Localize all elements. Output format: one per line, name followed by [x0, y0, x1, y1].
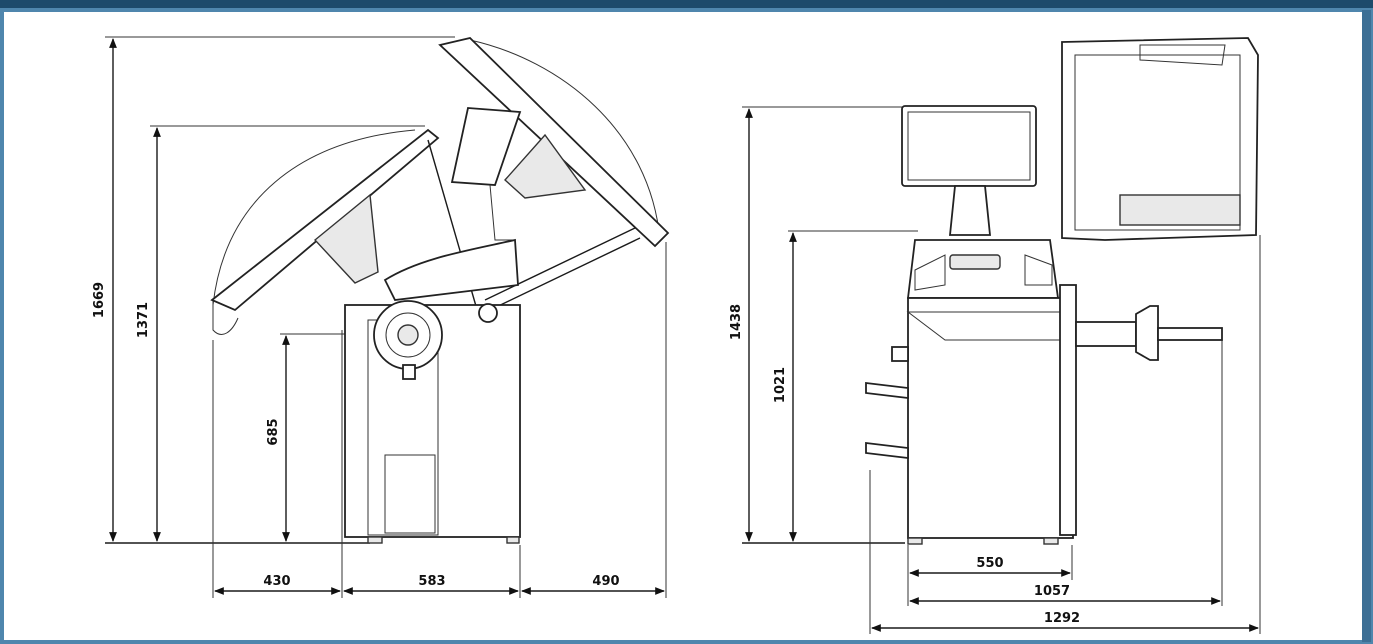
label-1438: 1438 — [729, 304, 744, 340]
label-1292: 1292 — [1044, 611, 1080, 626]
front-tray-left — [914, 254, 946, 291]
label-1057: 1057 — [1034, 584, 1070, 599]
side-monitor — [450, 107, 522, 186]
side-foot-a — [367, 536, 383, 544]
front-knob — [891, 346, 909, 362]
hood-arc-closed — [212, 129, 416, 306]
front-monitor — [901, 105, 1037, 187]
front-hood-lip — [1119, 194, 1241, 226]
hood-open-window — [504, 133, 587, 199]
shaft-base — [1075, 321, 1137, 347]
side-tray — [383, 238, 519, 301]
front-hood — [1061, 37, 1259, 241]
hub-mid — [385, 312, 431, 358]
label-1021: 1021 — [773, 367, 788, 403]
label-550: 550 — [976, 556, 1003, 571]
hub-center — [397, 324, 419, 346]
weight-holder-top — [865, 381, 909, 400]
right-border — [1362, 10, 1371, 642]
hood-closed — [210, 128, 440, 312]
label-1371: 1371 — [136, 302, 151, 338]
arm-pivot — [478, 303, 498, 323]
side-view: 1669 1371 685 430 583 490 — [92, 36, 670, 598]
front-column — [1059, 284, 1077, 536]
hood-closed-window — [313, 193, 379, 284]
front-hood-handle — [1139, 44, 1226, 66]
front-cabinet — [907, 297, 1074, 539]
side-foot-b — [506, 536, 520, 544]
hood-arm-c — [484, 227, 636, 301]
label-430: 430 — [263, 574, 290, 589]
shaft-flange — [1135, 305, 1159, 361]
top-border — [0, 0, 1373, 10]
label-490: 490 — [592, 574, 619, 589]
front-tray-right — [1024, 254, 1053, 286]
front-foot-b — [1043, 537, 1059, 545]
hub-knob — [402, 364, 416, 380]
side-monitor-stand — [489, 184, 515, 241]
shaft-rod — [1157, 327, 1223, 341]
hood-arm-b — [489, 237, 641, 311]
front-monitor-screen — [907, 111, 1031, 181]
front-hood-inner — [1074, 54, 1241, 231]
weight-holder-bottom — [865, 441, 909, 460]
front-view: 1438 1021 550 1057 1292 — [729, 37, 1261, 634]
hood-arc-open — [469, 39, 661, 241]
front-monitor-stand — [949, 185, 991, 236]
label-1669: 1669 — [92, 282, 107, 318]
front-tray-slot — [949, 254, 1001, 270]
label-685: 685 — [266, 418, 281, 445]
hood-open — [438, 37, 670, 248]
front-foot-a — [907, 537, 923, 545]
hood-tip — [212, 300, 239, 335]
side-cabinet-door — [384, 454, 436, 534]
label-583: 583 — [418, 574, 445, 589]
